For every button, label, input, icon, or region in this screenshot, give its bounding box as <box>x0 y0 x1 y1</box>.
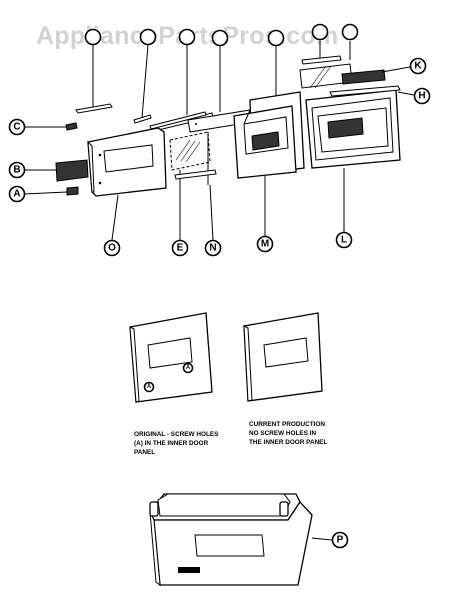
callout-p[interactable]: P <box>311 531 349 549</box>
top-callout-1[interactable] <box>84 28 102 109</box>
part-k-strip <box>301 55 386 85</box>
callout-h[interactable]: H <box>397 87 431 105</box>
callout-k[interactable]: K <box>381 57 427 75</box>
callout-l[interactable]: L <box>335 168 353 249</box>
callout-l-label: L <box>341 235 347 246</box>
top-callout-4[interactable] <box>211 29 229 113</box>
callout-e-label: E <box>177 243 184 254</box>
callout-k-label: K <box>414 61 422 72</box>
callout-c[interactable]: C <box>8 118 67 136</box>
caption-original-line-2: (A) IN THE INNER DOOR <box>134 440 209 447</box>
part-m-inner-panel <box>233 91 305 179</box>
caption-current-line-1: CURRENT PRODUCTION <box>249 421 325 428</box>
callout-c-label: C <box>13 122 20 133</box>
part-a-block <box>66 186 79 196</box>
caption-current: CURRENT PRODUCTION NO SCREW HOLES IN THE… <box>249 421 327 446</box>
callout-b-label: B <box>13 165 20 176</box>
caption-current-line-2: NO SCREW HOLES IN <box>249 430 316 437</box>
part-h-seal <box>329 85 401 97</box>
callout-m[interactable]: M <box>256 176 274 253</box>
top-callout-2[interactable] <box>139 28 157 119</box>
part-c-clip <box>65 122 78 131</box>
part-p-complete-door <box>149 493 313 587</box>
callout-o[interactable]: O <box>103 194 121 257</box>
callout-h-label: H <box>418 91 425 102</box>
callout-b[interactable]: B <box>8 161 57 179</box>
callout-p-label: P <box>337 535 344 546</box>
callout-e[interactable]: E <box>171 170 189 257</box>
inset-original-panel: A A <box>129 312 213 403</box>
top-callout-6[interactable] <box>311 23 329 59</box>
inset-mark-right: A <box>186 365 191 371</box>
top-callout-7[interactable] <box>341 23 359 61</box>
part-l-liner <box>299 63 401 169</box>
caption-current-line-3: THE INNER DOOR PANEL <box>249 439 327 446</box>
inset-mark-left: A <box>147 384 152 390</box>
part-b-panel <box>55 159 89 182</box>
top-callout-5[interactable] <box>267 29 285 97</box>
caption-original-line-3: PANEL <box>134 449 155 456</box>
callout-o-label: O <box>108 243 116 254</box>
top-callout-3[interactable] <box>178 28 196 116</box>
callout-n[interactable]: N <box>204 184 222 257</box>
inset-current-panel <box>243 312 323 402</box>
caption-original-line-1: ORIGINAL - SCREW HOLES <box>134 431 219 438</box>
part-o-outer-door-panel <box>87 127 167 197</box>
callout-m-label: M <box>261 239 269 250</box>
part-e-glass <box>169 131 211 171</box>
callout-n-label: N <box>209 243 216 254</box>
callout-a[interactable]: A <box>8 185 68 203</box>
caption-original: ORIGINAL - SCREW HOLES (A) IN THE INNER … <box>134 431 219 456</box>
callout-a-label: A <box>13 189 20 200</box>
